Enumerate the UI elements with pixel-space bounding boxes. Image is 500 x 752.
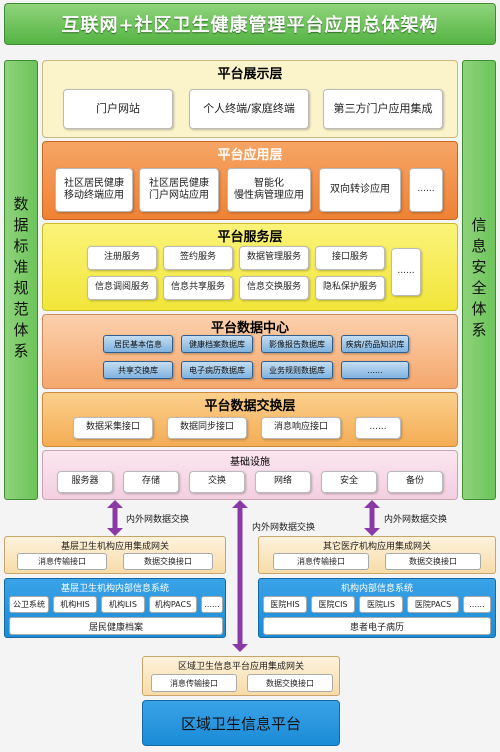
infrastructure-layer: 基础设施 服务器 存储 交换 网络 安全 备份 — [42, 450, 458, 500]
right-gateway: 其它医疗机构应用集成网关 消息传输接口 数据交换接口 — [258, 536, 496, 574]
portal-website-box: 门户网站 — [63, 89, 173, 129]
presentation-layer: 平台展示层 门户网站 个人终端/家庭终端 第三方门户应用集成 — [42, 60, 458, 138]
infra-item: 服务器 — [57, 471, 113, 493]
exchange-item: 消息响应接口 — [261, 417, 341, 439]
patient-emr-box: 患者电子病历 — [263, 617, 491, 635]
third-party-portal-box: 第三方门户应用集成 — [323, 89, 443, 129]
right-internal-item: 医院LIS — [359, 596, 403, 613]
service-item: 信息调阅服务 — [87, 276, 157, 300]
left-gateway-title: 基层卫生机构应用集成网关 — [60, 542, 169, 552]
application-more-box: ...... — [409, 168, 443, 212]
database-item: 居民基本信息 — [103, 335, 173, 353]
left-internal-item: 机构PACS — [149, 596, 197, 613]
service-item: 信息交换服务 — [239, 276, 309, 300]
left-internal-item: 机构HIS — [53, 596, 97, 613]
infra-item: 交换 — [189, 471, 245, 493]
right-arrow — [364, 500, 380, 536]
application-layer-title: 平台应用层 — [217, 148, 283, 163]
left-arrow — [107, 500, 123, 536]
data-standards-bar: 数据标准规范体系 — [4, 60, 38, 500]
service-item: 签约服务 — [163, 246, 233, 270]
service-item: 信息共享服务 — [163, 276, 233, 300]
database-item: ...... — [341, 361, 409, 379]
regional-health-platform: 区域卫生信息平台 — [142, 700, 340, 746]
infra-item: 存储 — [123, 471, 179, 493]
exchange-item: 数据采集接口 — [73, 417, 153, 439]
left-internal-item: 公卫系统 — [9, 596, 49, 613]
left-gateway: 基层卫生机构应用集成网关 消息传输接口 数据交换接口 — [4, 536, 226, 574]
service-item: 隐私保护服务 — [315, 276, 385, 300]
referral-app-box: 双向转诊应用 — [319, 168, 401, 212]
regional-gateway-item: 消息传输接口 — [151, 674, 237, 692]
resident-health-record-box: 居民健康档案 — [9, 617, 223, 635]
regional-gateway-item: 数据交换接口 — [247, 674, 333, 692]
left-gateway-item: 消息传输接口 — [17, 553, 107, 570]
info-security-bar: 信息安全体系 — [462, 60, 496, 500]
chronic-disease-app-box: 智能化 慢性病管理应用 — [227, 168, 311, 212]
left-internal-more: ...... — [201, 596, 223, 613]
right-internal-item: 医院PACS — [407, 596, 459, 613]
database-item: 业务规则数据库 — [261, 361, 333, 379]
right-gateway-title: 其它医疗机构应用集成网关 — [322, 542, 431, 552]
right-gateway-item: 数据交换接口 — [385, 553, 481, 570]
database-item: 影像报告数据库 — [261, 335, 333, 353]
diagram-title: 互联网+社区卫生健康管理平台应用总体架构 — [4, 3, 496, 45]
left-internal-item: 机构LIS — [101, 596, 145, 613]
right-gateway-item: 消息传输接口 — [273, 553, 369, 570]
application-layer: 平台应用层 社区居民健康 移动终端应用 社区居民健康 门户网站应用 智能化 慢性… — [42, 141, 458, 220]
service-item: 接口服务 — [315, 246, 385, 270]
database-item: 健康档案数据库 — [181, 335, 253, 353]
presentation-layer-title: 平台展示层 — [217, 67, 283, 82]
right-internal-title: 机构内部信息系统 — [340, 584, 413, 594]
exchange-layer-title: 平台数据交换层 — [204, 399, 296, 414]
portal-app-box: 社区居民健康 门户网站应用 — [139, 168, 219, 212]
left-gateway-item: 数据交换接口 — [123, 553, 213, 570]
exchange-item: 数据同步接口 — [167, 417, 247, 439]
personal-terminal-box: 个人终端/家庭终端 — [189, 89, 309, 129]
infra-item: 安全 — [321, 471, 377, 493]
right-internal-systems: 机构内部信息系统 医院HIS 医院CIS 医院LIS 医院PACS ......… — [258, 578, 496, 638]
data-center-layer: 平台数据中心 居民基本信息 健康档案数据库 影像报告数据库 疾病/药品知识库 共… — [42, 314, 458, 389]
regional-gateway-title: 区域卫生信息平台应用集成网关 — [177, 662, 304, 672]
service-more-box: ...... — [391, 248, 421, 296]
infrastructure-title: 基础设施 — [230, 457, 270, 468]
database-item: 电子病历数据库 — [181, 361, 253, 379]
service-item: 数据管理服务 — [239, 246, 309, 270]
infra-item: 网络 — [255, 471, 311, 493]
right-arrow-label: 内外网数据交换 — [384, 515, 448, 525]
left-internal-systems: 基层卫生机构内部信息系统 公卫系统 机构HIS 机构LIS 机构PACS ...… — [4, 578, 226, 638]
exchange-layer: 平台数据交换层 数据采集接口 数据同步接口 消息响应接口 ...... — [42, 392, 458, 447]
center-arrow — [232, 500, 248, 652]
left-arrow-label: 内外网数据交换 — [126, 515, 190, 525]
left-internal-title: 基层卫生机构内部信息系统 — [60, 584, 169, 594]
database-item: 疾病/药品知识库 — [341, 335, 409, 353]
infra-item: 备份 — [387, 471, 443, 493]
service-layer: 平台服务层 注册服务 签约服务 数据管理服务 接口服务 信息调阅服务 信息共享服… — [42, 223, 458, 311]
center-arrow-label: 内外网数据交换 — [252, 523, 316, 533]
service-item: 注册服务 — [87, 246, 157, 270]
service-layer-title: 平台服务层 — [217, 230, 283, 245]
data-center-title: 平台数据中心 — [210, 321, 289, 336]
right-internal-item: 医院HIS — [263, 596, 307, 613]
exchange-more-box: ...... — [355, 417, 401, 439]
database-item: 共享交换库 — [103, 361, 173, 379]
regional-gateway: 区域卫生信息平台应用集成网关 消息传输接口 数据交换接口 — [142, 656, 340, 696]
right-internal-more: ...... — [463, 596, 491, 613]
mobile-app-box: 社区居民健康 移动终端应用 — [55, 168, 133, 212]
right-internal-item: 医院CIS — [311, 596, 355, 613]
